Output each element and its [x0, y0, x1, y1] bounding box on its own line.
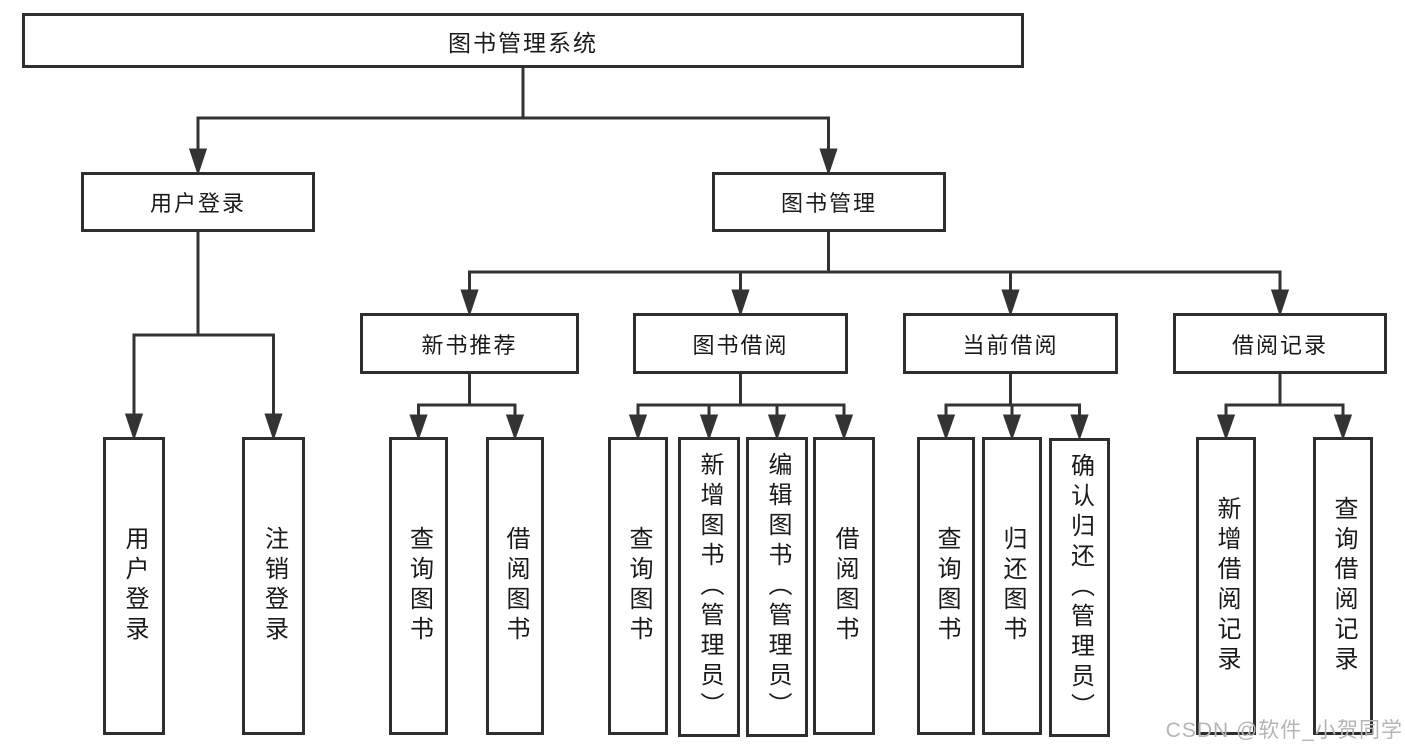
leaf-borrow-books-recommend: 借阅图书 [486, 437, 544, 735]
node-current-borrowing: 当前借阅 [903, 313, 1118, 374]
node-borrowing-records: 借阅记录 [1173, 313, 1387, 374]
leaf-query-books-current: 查询图书 [917, 437, 975, 735]
leaf-query-books-recommend: 查询图书 [389, 437, 448, 735]
node-user-login: 用户登录 [81, 172, 315, 232]
leaf-query-books-borrowing-label: 查询图书 [625, 526, 652, 646]
node-library-management-system: 图书管理系统 [22, 13, 1024, 68]
leaf-query-books-current-label: 查询图书 [933, 526, 960, 646]
leaf-logout: 注销登录 [242, 437, 305, 735]
csdn-watermark: CSDN @软件_小贺同学 [1165, 719, 1403, 742]
leaf-logout-label: 注销登录 [260, 526, 288, 646]
leaf-query-books-recommend-label: 查询图书 [405, 526, 433, 646]
leaf-confirm-return-admin: 确认归还（管理员） [1049, 438, 1110, 737]
leaf-return-books: 归还图书 [982, 437, 1042, 735]
leaf-borrow-books-borrowing-label: 借阅图书 [831, 526, 858, 646]
leaf-return-books-label: 归还图书 [999, 526, 1026, 646]
leaf-query-borrow-record: 查询借阅记录 [1313, 437, 1373, 735]
leaf-borrow-books-recommend-label: 借阅图书 [502, 526, 529, 646]
leaf-confirm-return-admin-label: 确认归还（管理员） [1066, 452, 1094, 723]
leaf-add-borrow-record: 新增借阅记录 [1196, 437, 1256, 735]
leaf-add-books-admin-label: 新增图书（管理员） [696, 452, 723, 722]
leaf-query-books-borrowing: 查询图书 [608, 437, 668, 735]
leaf-borrow-books-borrowing: 借阅图书 [813, 437, 875, 735]
node-new-book-recommendation: 新书推荐 [360, 313, 579, 374]
node-book-management: 图书管理 [712, 172, 946, 232]
leaf-query-borrow-record-label: 查询借阅记录 [1330, 496, 1357, 676]
leaf-add-borrow-record-label: 新增借阅记录 [1213, 496, 1240, 676]
leaf-user-login-label: 用户登录 [121, 526, 148, 646]
leaf-user-login: 用户登录 [103, 437, 165, 735]
leaf-edit-books-admin-label: 编辑图书（管理员） [764, 452, 791, 722]
node-book-borrowing: 图书借阅 [633, 313, 848, 374]
leaf-edit-books-admin: 编辑图书（管理员） [746, 437, 808, 737]
leaf-add-books-admin: 新增图书（管理员） [678, 437, 740, 737]
